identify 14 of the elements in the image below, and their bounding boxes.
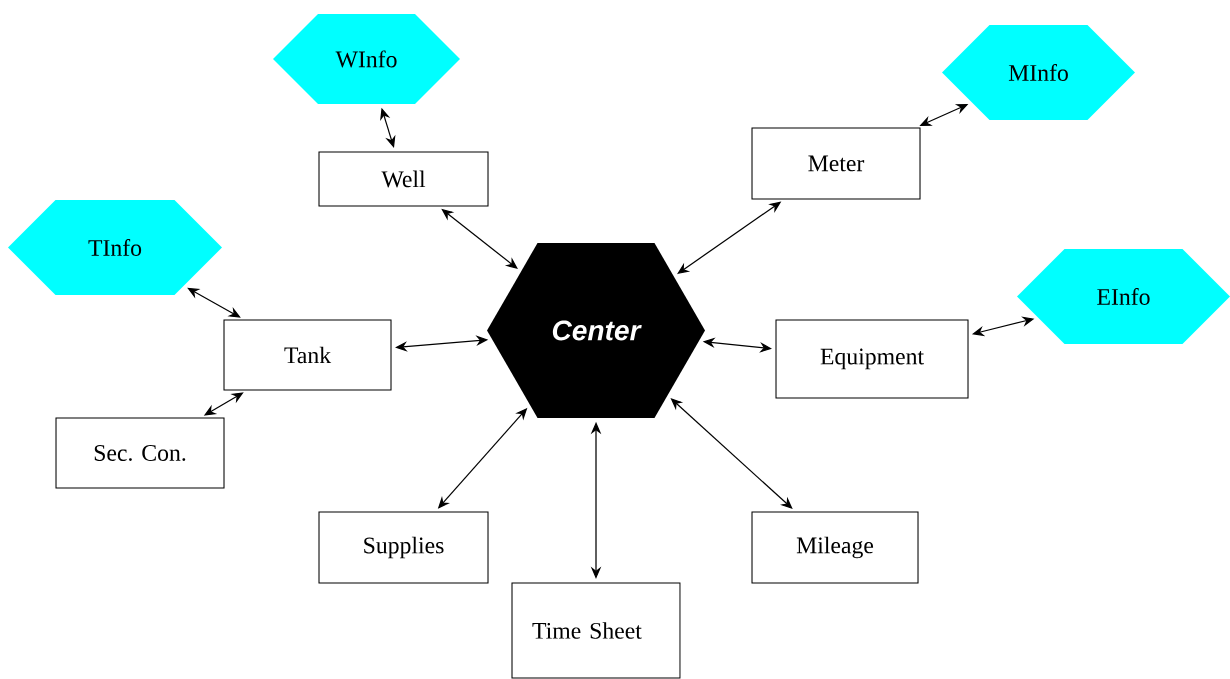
process-box: Meter bbox=[751, 127, 921, 200]
process-box: Sec. Con. bbox=[55, 417, 225, 489]
process-box: Mileage bbox=[751, 511, 919, 584]
process-box: Time Sheet bbox=[511, 582, 681, 679]
center-hexagon: Center bbox=[487, 243, 705, 418]
process-box: Well bbox=[318, 151, 489, 207]
process-box: Equipment bbox=[775, 319, 969, 399]
process-box: Tank bbox=[223, 319, 392, 391]
info-hexagon: TInfo bbox=[8, 200, 222, 295]
info-hexagon: MInfo bbox=[942, 25, 1135, 120]
arrow bbox=[187, 287, 241, 318]
process-box: Supplies bbox=[318, 511, 489, 584]
info-hexagon: EInfo bbox=[1017, 249, 1230, 344]
info-hexagon: WInfo bbox=[273, 14, 460, 104]
